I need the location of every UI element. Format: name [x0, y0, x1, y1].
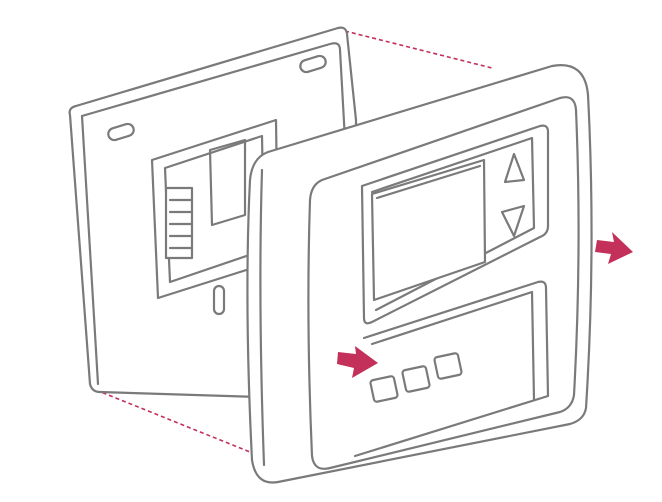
up-arrow-button[interactable]	[503, 152, 526, 184]
thermostat-unit	[246, 64, 593, 484]
button-3[interactable]	[433, 352, 463, 380]
top-guide-line	[344, 30, 493, 69]
bottom-guide-line	[95, 389, 251, 453]
button-2[interactable]	[401, 365, 431, 393]
down-arrow-button[interactable]	[500, 204, 526, 238]
direction-arrow-buttons-icon	[337, 346, 378, 378]
direction-arrow-right-icon	[595, 232, 633, 264]
button-1[interactable]	[369, 375, 399, 403]
terminal-block	[164, 186, 194, 260]
mounting-slot	[212, 284, 226, 316]
mounting-slot	[107, 122, 135, 142]
mounting-slot	[299, 54, 327, 74]
display-screen	[370, 158, 487, 302]
